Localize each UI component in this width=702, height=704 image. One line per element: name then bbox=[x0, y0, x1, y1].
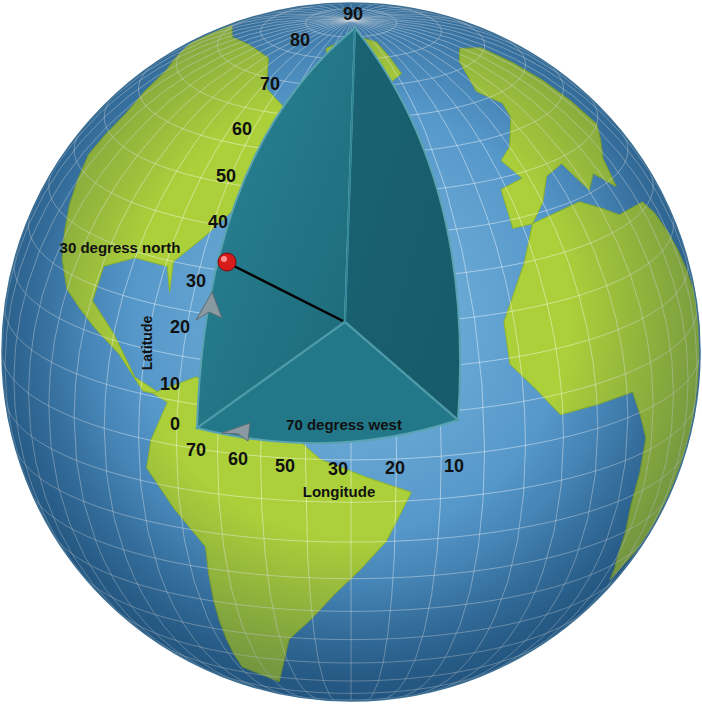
longitude-tick: 30 bbox=[328, 460, 348, 478]
wedge-edge bbox=[197, 322, 345, 428]
cutaway-wedge bbox=[197, 28, 460, 443]
longitude-note: 70 degress west bbox=[286, 417, 402, 432]
globe-shading bbox=[2, 3, 700, 701]
latitude-tick: 10 bbox=[160, 375, 180, 393]
latitude-arrow bbox=[196, 292, 222, 320]
longitude-arrow bbox=[222, 423, 250, 441]
latitude-tick: 60 bbox=[232, 120, 252, 138]
wedge-edge bbox=[345, 28, 355, 322]
latitude-tick: 0 bbox=[170, 415, 180, 433]
axis-title: Longitude bbox=[303, 484, 375, 499]
longitude-tick: 50 bbox=[275, 457, 295, 475]
latitude-tick: 50 bbox=[216, 167, 236, 185]
longitude-tick: 10 bbox=[444, 457, 464, 475]
longitude-tick: 60 bbox=[228, 450, 248, 468]
longitude-tick: 20 bbox=[385, 459, 405, 477]
wedge-edge bbox=[345, 322, 458, 420]
latitude-tick: 80 bbox=[290, 31, 310, 49]
location-pin bbox=[218, 253, 236, 271]
pin-highlight bbox=[221, 256, 227, 262]
wedge-face bbox=[197, 322, 458, 443]
ocean bbox=[2, 3, 700, 701]
graticule-lines bbox=[2, 3, 700, 701]
axis-title: Latitude bbox=[140, 316, 154, 370]
latitude-tick: 30 bbox=[186, 272, 206, 290]
longitude-tick: 70 bbox=[186, 441, 206, 459]
latitude-note: 30 degress north bbox=[60, 240, 181, 255]
latitude-tick: 40 bbox=[208, 213, 228, 231]
latitude-tick: 20 bbox=[170, 318, 190, 336]
graticule bbox=[2, 3, 700, 701]
latitude-tick: 90 bbox=[343, 5, 363, 23]
radius-line bbox=[228, 263, 343, 321]
latitude-tick: 70 bbox=[260, 75, 280, 93]
